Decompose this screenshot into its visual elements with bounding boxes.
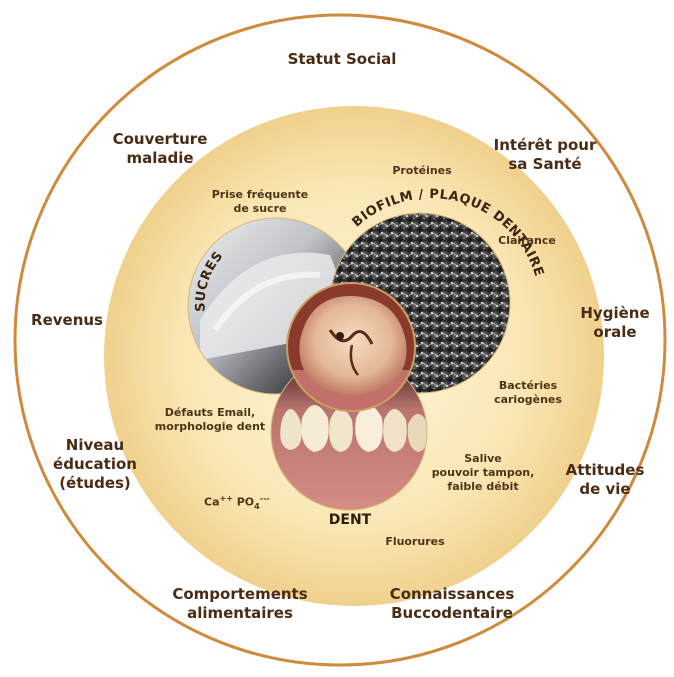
inner-clairance: Clairance xyxy=(482,234,572,248)
factor-connaissances-buccodentaire: Connaissances Buccodentaire xyxy=(362,585,542,623)
factor-revenus: Revenus xyxy=(14,311,120,330)
factor-attitudes-vie: Attitudes de vie xyxy=(550,461,660,499)
inner-fluorures: Fluorures xyxy=(370,535,460,549)
factor-comportements-alimentaires: Comportements alimentaires xyxy=(150,585,330,623)
factor-niveau-education: Niveau éducation (études) xyxy=(40,436,150,493)
factor-couverture-maladie: Couverture maladie xyxy=(85,130,235,168)
inner-proteines: Protéines xyxy=(367,164,477,178)
factor-hygiene-orale: Hygiène orale xyxy=(570,304,660,342)
inner-prise-sucre: Prise fréquente de sucre xyxy=(200,188,320,216)
factor-interet-sante: Intérêt pour sa Santé xyxy=(470,136,620,174)
factor-statut-social: Statut Social xyxy=(232,50,452,69)
inner-ca-po4: Ca++ PO4--- xyxy=(204,494,294,511)
inner-bacteries: Bactéries cariogènes xyxy=(478,379,578,407)
dent-title: DENT xyxy=(310,512,390,528)
inner-salive: Salive pouvoir tampon, faible débit xyxy=(418,452,548,494)
inner-defauts-email: Défauts Email, morphologie dent xyxy=(140,406,280,434)
